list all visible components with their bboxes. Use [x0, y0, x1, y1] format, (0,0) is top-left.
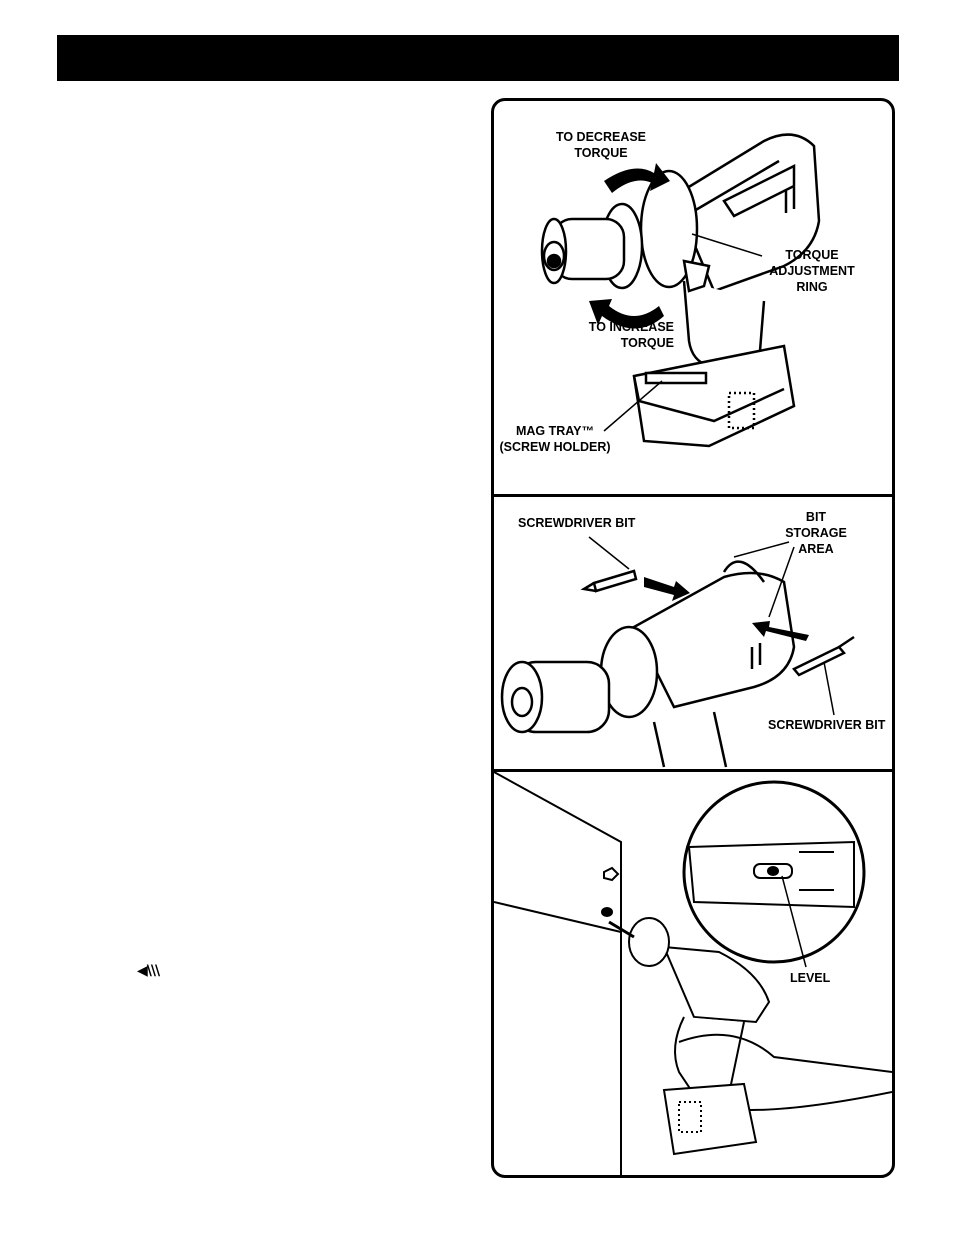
decrease-torque-label: TO DECREASE TORQUE	[555, 130, 647, 160]
torque-adjustment-ring-label: TORQUE ADJUSTMENT RING	[769, 248, 855, 294]
drill-torque-illustration	[540, 133, 821, 448]
screwdriver-bit-label-right: SCREWDRIVER BIT	[768, 718, 886, 732]
bit-storage-panel: SCREWDRIVER BIT BIT STORAGE AREA SCREWDR…	[494, 494, 892, 769]
drill-figure: TO DECREASE TORQUE TORQUE ADJUSTMENT RIN…	[491, 98, 895, 1178]
increase-torque-label: TO INCREASE TORQUE	[588, 320, 674, 350]
brand-logo-mark: ◀\\\	[137, 963, 160, 979]
drill-level-illustration	[494, 772, 892, 1175]
drill-bit-storage-illustration	[500, 536, 855, 768]
level-panel: LEVEL	[494, 769, 892, 1175]
bit-storage-area-label: BIT STORAGE AREA	[785, 510, 847, 556]
torque-panel: TO DECREASE TORQUE TORQUE ADJUSTMENT RIN…	[494, 101, 892, 494]
level-label: LEVEL	[790, 971, 831, 985]
section-header-bar	[57, 35, 899, 81]
mag-tray-label: MAG TRAY™ (SCREW HOLDER)	[499, 424, 611, 454]
screwdriver-bit-label-left: SCREWDRIVER BIT	[518, 516, 636, 530]
